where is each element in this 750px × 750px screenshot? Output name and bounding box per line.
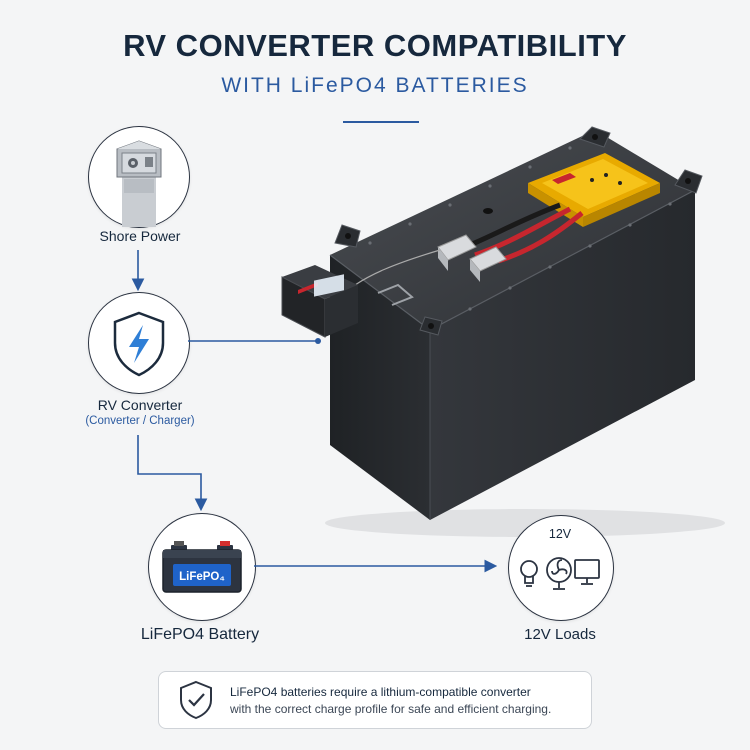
page-title: RV CONVERTER COMPATIBILITY	[123, 28, 627, 63]
shore-power-pedestal-icon	[116, 140, 162, 227]
light-bulb-icon	[520, 560, 538, 587]
title-divider	[343, 121, 419, 123]
arrow-converter-to-battery	[137, 435, 208, 512]
shore-power-node	[88, 126, 190, 228]
rv-converter-sublabel: (Converter / Charger)	[85, 415, 195, 427]
battery-badge: LiFePO₄	[179, 571, 225, 583]
loads-icons	[520, 557, 600, 590]
fan-icon	[546, 557, 572, 590]
battery-illustration	[281, 126, 725, 537]
car-battery-icon: LiFePO₄	[162, 541, 242, 593]
note-line-2: with the correct charge profile for safe…	[230, 702, 552, 716]
note-line-1: LiFePO4 batteries require a lithium-comp…	[230, 685, 531, 699]
battery-label: LiFePO4 Battery	[140, 626, 260, 643]
loads-node	[508, 515, 614, 621]
rv-converter-node	[88, 292, 190, 394]
note-box	[158, 671, 592, 729]
shield-check-icon	[180, 680, 212, 720]
rv-converter-label: RV Converter	[97, 397, 183, 413]
monitor-icon	[574, 559, 600, 585]
loads-label: 12V Loads	[524, 626, 596, 643]
battery-node: LiFePO₄	[148, 513, 256, 621]
page-subtitle: WITH LiFePO4 BATTERIES	[221, 74, 529, 97]
loads-voltage: 12V	[548, 527, 572, 541]
shield-lightning-icon	[113, 311, 165, 377]
shore-power-label: Shore Power	[99, 228, 181, 244]
